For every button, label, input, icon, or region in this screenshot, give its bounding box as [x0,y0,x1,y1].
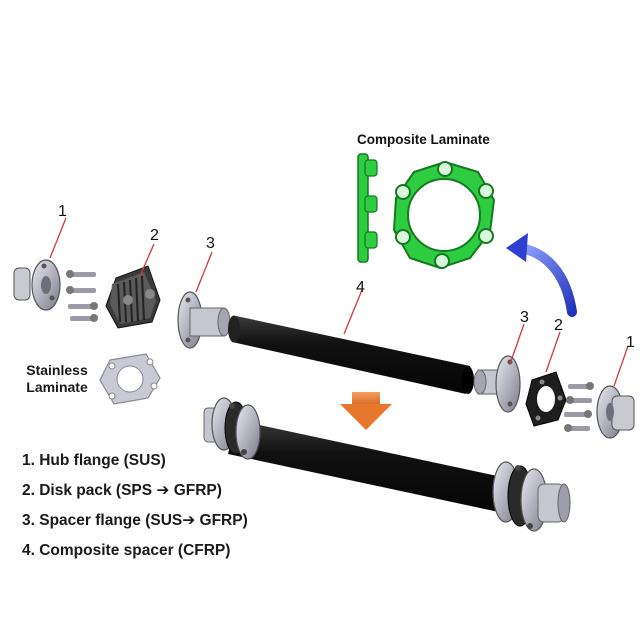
stainless-laminate-label-line2: Laminate [26,379,88,395]
composite-laminate-side-view [357,153,378,263]
callout-number-left-hub: 1 [58,203,67,220]
callout-number-left-spacer-flange: 3 [206,235,215,252]
legend-item-spacer-flange: 3. Spacer flange (SUS➔ GFRP) [22,512,248,529]
callout-line-left-disk [139,243,155,277]
legend-item-disk-pack: 2. Disk pack (SPS ➔ GFRP) [22,482,222,499]
callout-number-right-spacer-flange: 3 [520,309,529,326]
callout-line-left-hub [49,217,67,259]
callout-number-right-disk: 2 [554,317,563,334]
callout-line-right-hub [613,345,629,387]
left-bolts [66,270,98,322]
stainless-laminate-label: Stainless Laminate [22,362,92,396]
stainless-laminate-ring [99,353,161,405]
composite-spacer-tube [228,315,474,394]
right-disk-pack [525,371,567,427]
left-spacer-flange [177,291,231,349]
composite-laminate-ring [392,160,496,270]
left-hub-flange [13,259,61,311]
callout-line-right-spacer-flange [509,323,525,365]
callout-line-right-disk [545,331,561,373]
parts-legend: 1. Hub flange (SUS) 2. Disk pack (SPS ➔ … [22,446,248,566]
callout-line-spacer [343,289,363,335]
callout-number-spacer: 4 [356,279,365,296]
callout-line-left-spacer-flange [195,251,213,293]
composite-laminate-label: Composite Laminate [357,132,490,147]
callout-number-left-disk: 2 [150,227,159,244]
right-hub-flange [596,385,635,439]
stainless-laminate-label-line1: Stainless [26,362,88,378]
right-bolts [564,382,594,432]
legend-item-hub-flange: 1. Hub flange (SUS) [22,452,166,469]
right-spacer-flange [473,355,521,413]
down-arrow-icon [340,392,392,430]
assembled-coupling [203,397,571,532]
left-disk-pack [105,265,161,329]
legend-item-composite-spacer: 4. Composite spacer (CFRP) [22,542,231,559]
curved-arrow-icon [506,233,577,317]
callout-number-right-hub: 1 [626,334,635,351]
